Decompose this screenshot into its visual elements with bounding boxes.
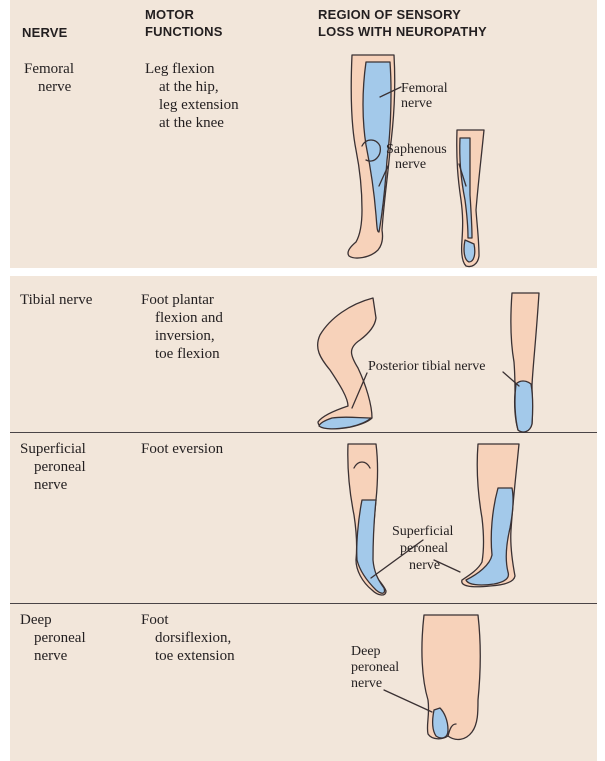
deep-peroneal-label: Deep peroneal nerve <box>351 644 403 691</box>
deep-peroneal-motor-functions: Foot dorsiflexion, toe extension <box>141 612 235 664</box>
tibial-nerve-name: Tibial nerve <box>20 292 93 308</box>
header-sensory-region: REGION OF SENSORY LOSS WITH NEUROPATHY <box>318 7 487 39</box>
deep-peroneal-nerve-name: Deep peroneal nerve <box>20 612 86 664</box>
posterior-tibial-back-leg-illustration <box>510 292 540 433</box>
femoral-motor-functions: Leg flexion at the hip, leg extension at… <box>145 61 239 131</box>
superficial-peroneal-side-leg-illustration <box>347 443 387 596</box>
femoral-nerve-name: Femoral nerve <box>24 61 74 95</box>
tibial-bent-leg-illustration <box>316 297 377 430</box>
header-motor-functions: MOTOR FUNCTIONS <box>145 7 223 39</box>
superficial-peroneal-nerve-name: Superficial peroneal nerve <box>20 441 86 493</box>
saphenous-back-leg-illustration <box>456 129 485 268</box>
superficial-peroneal-motor-functions: Foot eversion <box>141 441 224 457</box>
femoral-panel <box>10 0 597 268</box>
posterior-tibial-label: Posterior tibial nerve <box>368 359 485 374</box>
row-divider <box>10 432 597 433</box>
superficial-peroneal-label: Superficial peroneal nerve <box>392 524 457 573</box>
deep-peroneal-foot-illustration <box>421 614 481 741</box>
femoral-front-leg-illustration <box>347 54 396 259</box>
femoral-label: Femoral nerve <box>401 81 451 111</box>
row-divider <box>10 603 597 604</box>
superficial-peroneal-back-leg-illustration <box>461 443 520 588</box>
header-nerve: NERVE <box>22 25 68 40</box>
saphenous-label: Saphenous nerve <box>386 142 450 172</box>
tibial-motor-functions: Foot plantar flexion and inversion, toe … <box>141 292 223 362</box>
